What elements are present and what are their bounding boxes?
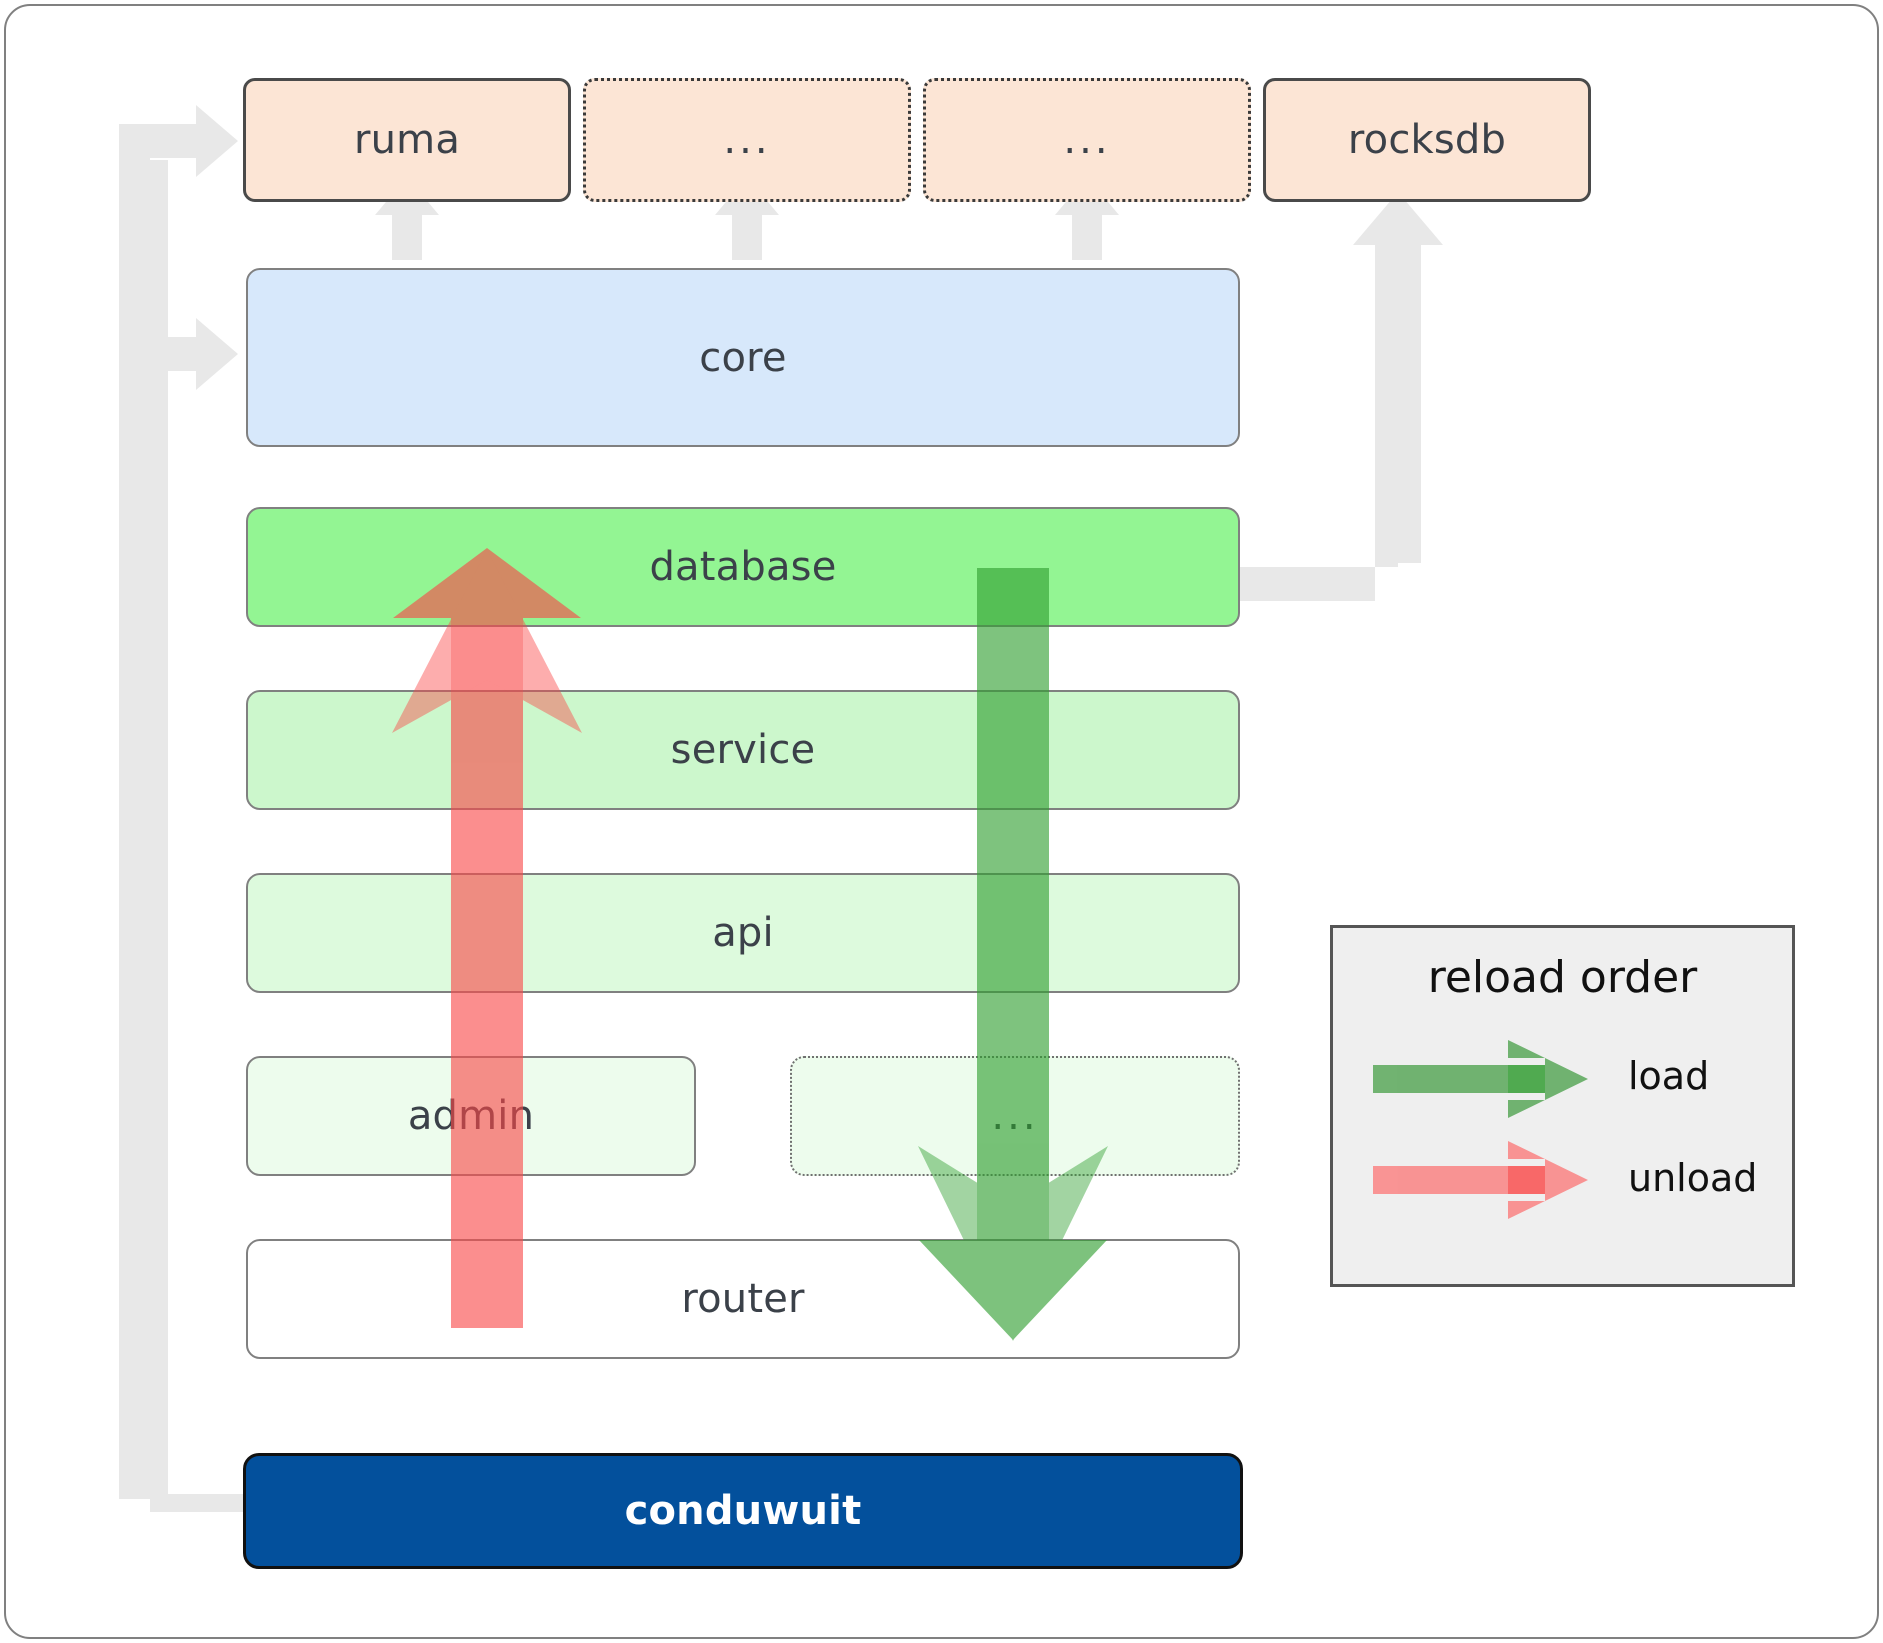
legend-unload-arrow (1373, 1141, 1588, 1219)
package-ellipsis-1[interactable]: ... (583, 78, 911, 202)
legend-title: reload order (1427, 952, 1698, 1003)
diagram-frame (4, 4, 1879, 1639)
crate-ellipsis-label: ... (991, 1093, 1039, 1139)
legend-panel: reload order load unload (1330, 925, 1795, 1287)
crate-api-label: api (712, 910, 774, 956)
crate-router[interactable]: router (246, 1239, 1240, 1359)
legend-load-arrow (1373, 1040, 1588, 1118)
package-rocksdb[interactable]: rocksdb (1263, 78, 1591, 202)
crate-database-label: database (649, 544, 837, 590)
binary-conduwuit[interactable]: conduwuit (243, 1453, 1243, 1569)
package-ellipsis-2-label: ... (1063, 117, 1111, 163)
package-ruma-label: ruma (353, 117, 461, 163)
crate-api[interactable]: api (246, 873, 1240, 993)
legend-arrow-graphics (1373, 1040, 1588, 1219)
crate-admin[interactable]: admin (246, 1056, 696, 1176)
crate-ellipsis[interactable]: ... (790, 1056, 1240, 1176)
crate-core[interactable]: core (246, 268, 1240, 447)
crate-service-label: service (670, 727, 816, 773)
legend-load-label: load (1628, 1054, 1710, 1098)
crate-admin-label: admin (407, 1093, 535, 1139)
package-ruma[interactable]: ruma (243, 78, 571, 202)
package-ellipsis-2[interactable]: ... (923, 78, 1251, 202)
crate-database[interactable]: database (246, 507, 1240, 627)
legend-unload-label: unload (1628, 1156, 1758, 1200)
crate-core-label: core (699, 334, 787, 381)
package-ellipsis-1-label: ... (723, 117, 771, 163)
crate-service[interactable]: service (246, 690, 1240, 810)
crate-router-label: router (681, 1276, 805, 1322)
package-rocksdb-label: rocksdb (1347, 117, 1507, 163)
binary-conduwuit-label: conduwuit (624, 1488, 862, 1534)
